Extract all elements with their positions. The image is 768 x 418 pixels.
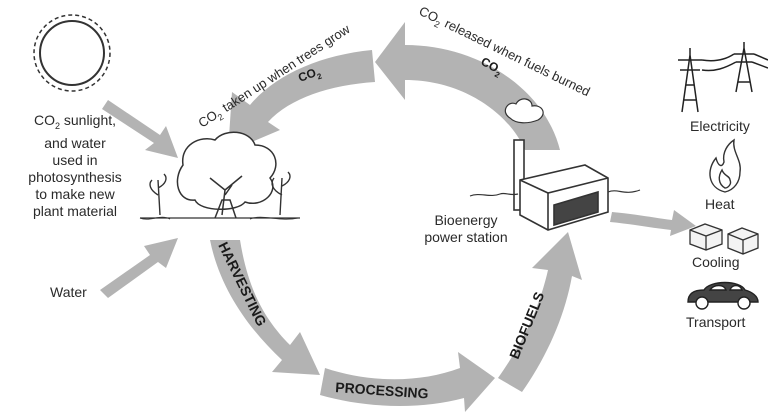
biofuels-arrow	[498, 232, 582, 392]
bioenergy-station-label: Bioenergy power station	[410, 212, 522, 246]
plant-material-text: plant material	[32, 202, 118, 219]
small-plant-left-icon	[149, 173, 167, 216]
co2-left-arrow-label: CO 2	[296, 66, 324, 85]
co2-left-subscript: 2	[316, 71, 324, 81]
processing-label-group: PROCESSING	[335, 379, 429, 401]
water-to-tree-arrow	[100, 238, 178, 298]
photosynthesis-text: photosynthesis	[28, 168, 122, 185]
co2-taken-up-prefix: CO	[195, 107, 220, 130]
electricity-label: Electricity	[690, 118, 750, 134]
transport-label: Transport	[686, 314, 746, 330]
used-in-text: used in	[52, 151, 98, 168]
co2-taken-up-subscript: 2	[216, 112, 226, 123]
harvesting-label-group: HARVESTING	[215, 239, 270, 328]
station-line2: power station	[424, 229, 508, 245]
co2-taken-up-arrow	[228, 50, 375, 152]
transport-car-icon	[687, 281, 759, 310]
processing-label: PROCESSING	[335, 379, 429, 401]
electricity-pylons-icon	[678, 42, 768, 113]
co2-left-text: CO	[296, 66, 318, 85]
power-station-icon	[469, 98, 641, 231]
co2-released-subscript: 2	[432, 19, 441, 30]
tree-icon	[139, 131, 300, 220]
and-water-text: and water	[44, 134, 106, 151]
cooling-label: Cooling	[692, 254, 740, 270]
sun-to-tree-arrow	[102, 100, 178, 158]
sunlight-text: sunlight,	[59, 112, 117, 128]
co2-right-subscript: 2	[493, 70, 502, 80]
processing-arrow	[320, 352, 495, 412]
harvesting-label: HARVESTING	[215, 239, 270, 328]
small-plant-right-icon	[271, 171, 291, 216]
co2-subscript: 2	[54, 120, 60, 131]
heat-flame-icon	[709, 138, 741, 193]
sun-icon	[33, 14, 111, 92]
water-label: Water	[50, 284, 87, 300]
to-make-new-text: to make new	[35, 185, 115, 202]
cooling-ice-cubes-icon	[689, 223, 759, 255]
co2-text: CO	[33, 112, 55, 128]
photosynthesis-label: CO2 sunlight, and water used in photosyn…	[10, 112, 140, 220]
station-line1: Bioenergy	[434, 212, 498, 228]
station-to-uses-arrow	[610, 210, 696, 236]
heat-label: Heat	[705, 196, 735, 212]
harvesting-arrow	[210, 240, 320, 375]
